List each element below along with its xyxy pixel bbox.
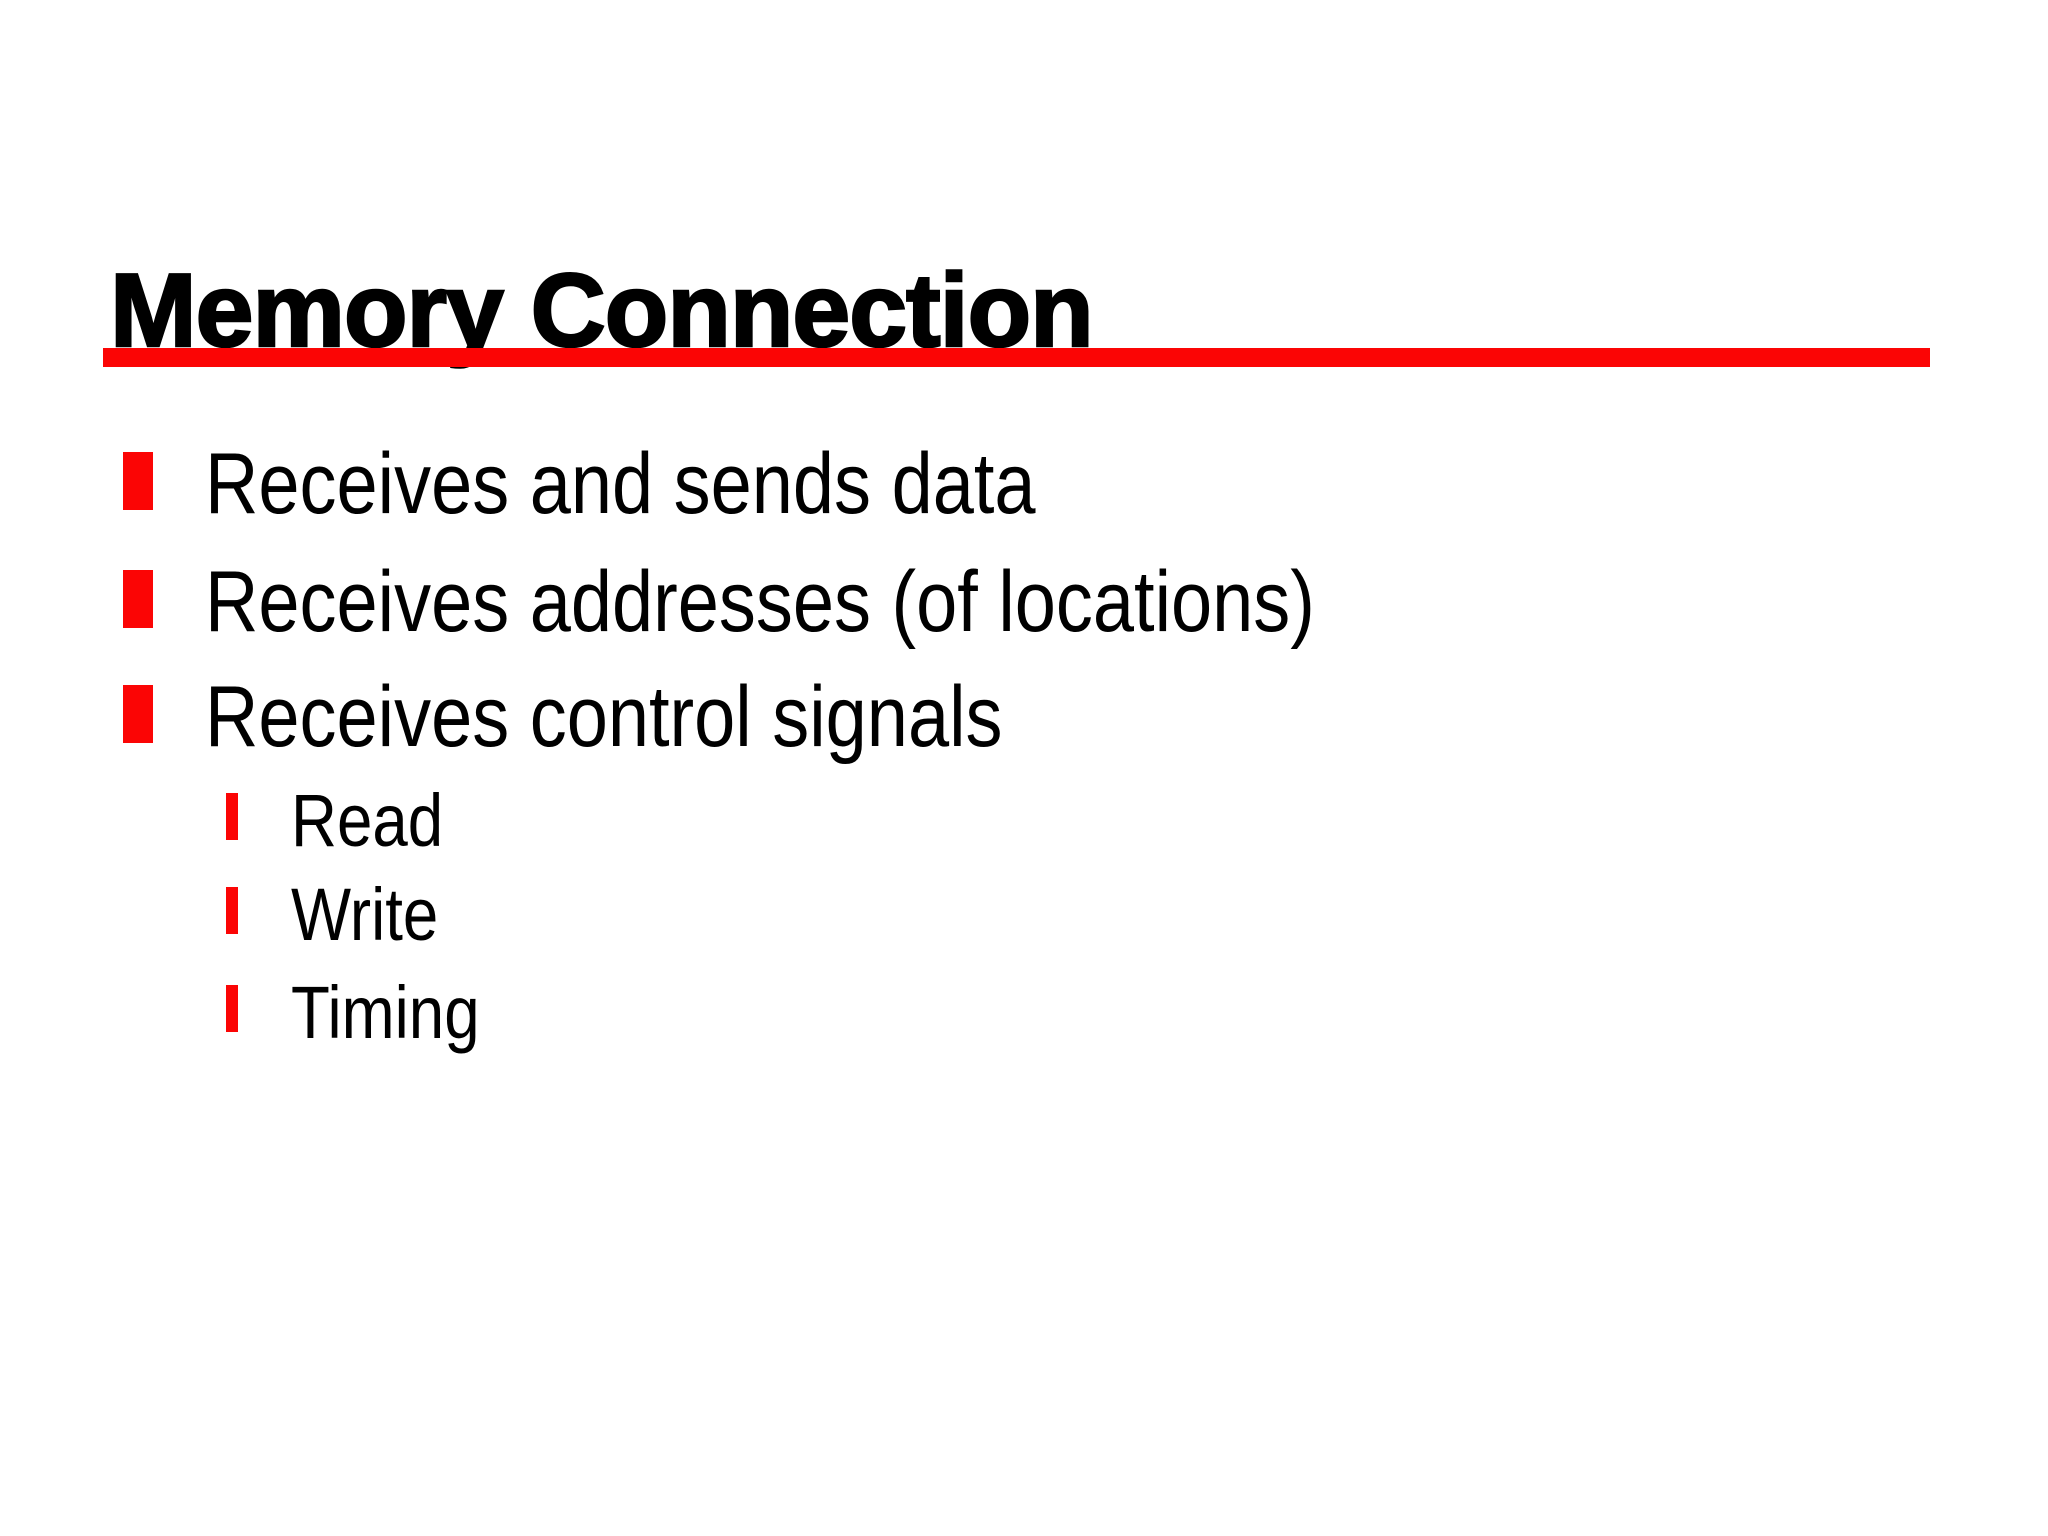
bullet-square-icon bbox=[123, 452, 153, 510]
sub-bullet-text: Read bbox=[291, 779, 444, 862]
sub-bullet-text: Timing bbox=[291, 971, 480, 1054]
bullet-bar-icon bbox=[226, 985, 238, 1032]
bullet-bar-icon bbox=[226, 793, 238, 840]
bullet-text: Receives addresses (of locations) bbox=[205, 554, 1315, 650]
bullet-square-icon bbox=[123, 570, 153, 628]
bullet-square-icon bbox=[123, 685, 153, 743]
sub-bullet-text: Write bbox=[291, 873, 439, 956]
bullet-text: Receives and sends data bbox=[205, 436, 1036, 532]
title-divider-rule bbox=[103, 348, 1930, 367]
bullet-bar-icon bbox=[226, 887, 238, 934]
bullet-text: Receives control signals bbox=[205, 669, 1003, 765]
